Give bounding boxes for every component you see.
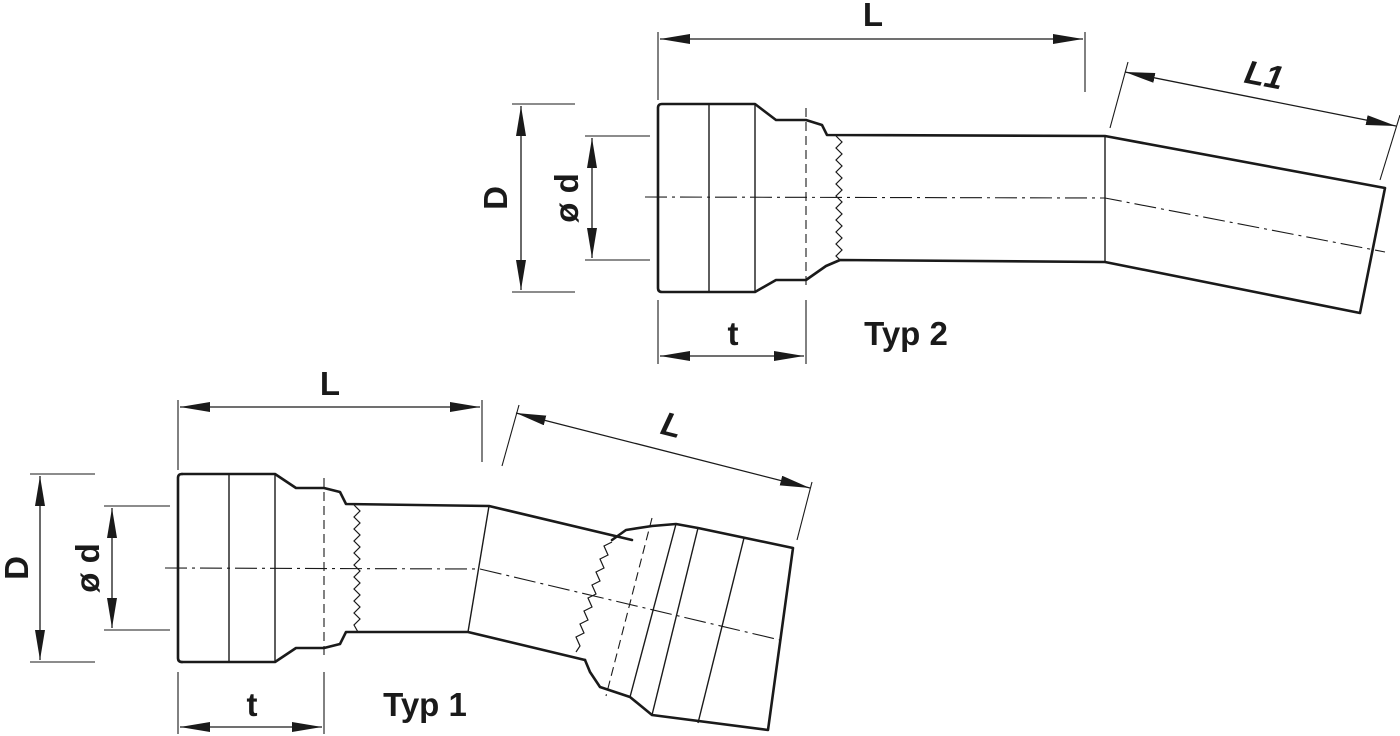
typ1-dim-D: D (0, 473, 95, 663)
typ1-label-d: ø d (69, 543, 106, 592)
typ2-label-L: L (863, 0, 883, 33)
typ1-label-L-straight: L (320, 365, 340, 402)
typ1-bend-line (467, 505, 490, 633)
typ1-socket-band-right (651, 527, 699, 716)
typ2-socket-outline (656, 102, 1387, 315)
typ2-centerline (644, 196, 1386, 253)
typ2-caption: Typ 2 (864, 315, 948, 352)
typ1-caption: Typ 1 (383, 686, 467, 723)
typ1-dim-L-straight: L (177, 365, 483, 470)
typ2-fitting (644, 102, 1387, 315)
typ2-label-D: D (477, 186, 514, 210)
typ1-fitting (164, 472, 795, 732)
typ2-weld-seam (835, 135, 843, 261)
typ1-label-D: D (0, 556, 35, 580)
typ1-label-L-angled: L (658, 404, 687, 445)
typ1-socket-depth-right (605, 517, 653, 697)
typ1-dim-t: t (177, 672, 325, 734)
typ2-dim-L1: L1 (1109, 53, 1400, 181)
typ1-socket-outline-right (583, 522, 795, 732)
typ2-dim-D: D (477, 103, 575, 293)
typ1-socket-outline-left (180, 472, 634, 542)
typ1-weld-seam-left (353, 504, 361, 633)
typ2-label-L1: L1 (1242, 53, 1287, 97)
typ1-socket-outline-left-bottom (180, 630, 587, 664)
typ2-label-d: ø d (548, 173, 585, 222)
typ2-dim-L: L (657, 0, 1086, 100)
typ1-label-t: t (247, 686, 258, 723)
typ1-weld-seam-right (575, 541, 613, 653)
typ2-label-t: t (728, 315, 739, 352)
typ1-socket-band-right-2 (697, 537, 745, 724)
typ2-dim-t: t (657, 300, 807, 364)
typ1-centerline (164, 567, 781, 641)
typ1-dim-d: ø d (69, 505, 170, 631)
typ2-dim-d: ø d (548, 135, 650, 261)
